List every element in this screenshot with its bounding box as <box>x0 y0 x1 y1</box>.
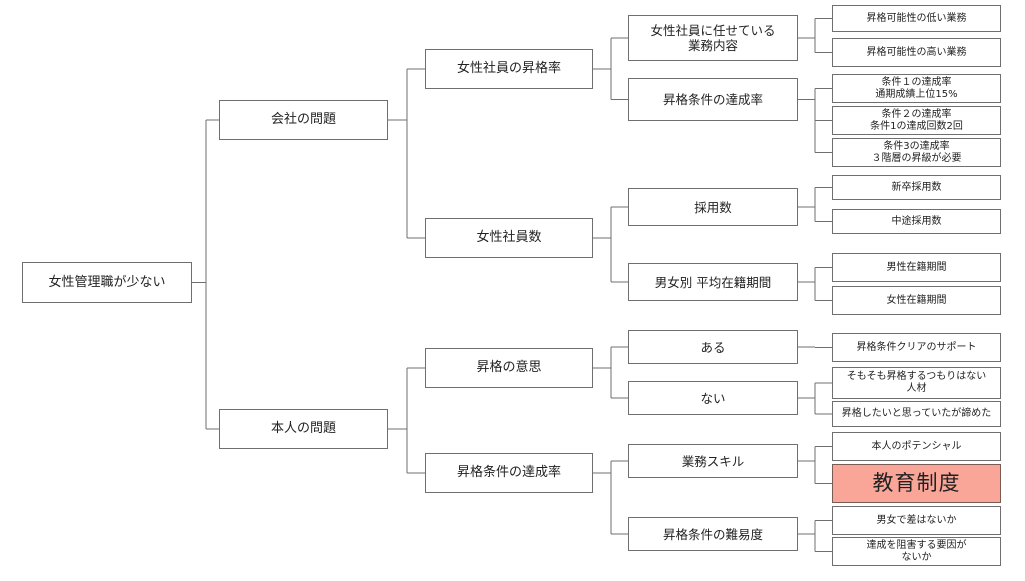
tree-node-level-4: 新卒採用数 <box>832 175 1001 200</box>
tree-node-level-2: 昇格の意思 <box>425 348 593 388</box>
tree-node-level-4: 女性在籍期間 <box>832 286 1001 315</box>
tree-node-level-4: 条件１の達成率 通期成績上位15% <box>832 74 1001 103</box>
tree-node-level-1: 本人の問題 <box>219 409 388 449</box>
tree-node-level-4: 昇格条件クリアのサポート <box>832 333 1001 362</box>
highlighted-node: 教育制度 <box>832 464 1001 503</box>
tree-node-level-4: 男性在籍期間 <box>832 253 1001 282</box>
tree-node-level-4: 昇格可能性の高い業務 <box>832 38 1001 67</box>
tree-node-level-4: 昇格可能性の低い業務 <box>832 5 1001 32</box>
tree-node-level-4: 昇格したいと思っていたが諦めた <box>832 401 1001 427</box>
tree-node-level-3: ある <box>628 330 798 364</box>
tree-node-level-2: 昇格条件の達成率 <box>425 453 593 493</box>
tree-node-level-4: 条件２の達成率 条件1の達成回数2回 <box>832 106 1001 135</box>
tree-node-level-2: 女性社員の昇格率 <box>425 49 593 89</box>
tree-node-level-3: 昇格条件の難易度 <box>628 517 798 551</box>
tree-node-level-3: 男女別 平均在籍期間 <box>628 263 798 301</box>
tree-node-level-3: 昇格条件の達成率 <box>628 78 798 121</box>
root-node: 女性管理職が少ない <box>22 262 192 303</box>
tree-node-level-3: 業務スキル <box>628 444 798 478</box>
tree-node-level-4: 条件3の達成率 ３階層の昇級が必要 <box>832 138 1001 167</box>
tree-node-level-4: 本人のポテンシャル <box>832 432 1001 461</box>
tree-node-level-3: 女性社員に任せている 業務内容 <box>628 15 798 61</box>
tree-node-level-3: ない <box>628 381 798 415</box>
tree-node-level-4: 中途採用数 <box>832 209 1001 234</box>
tree-node-level-4: 達成を阻害する要因が ないか <box>832 537 1001 566</box>
tree-node-level-3: 採用数 <box>628 188 798 226</box>
tree-node-level-4: そもそも昇格するつもりはない 人材 <box>832 367 1001 399</box>
tree-node-level-1: 会社の問題 <box>219 100 388 140</box>
tree-node-level-2: 女性社員数 <box>425 218 593 258</box>
tree-node-level-4: 男女で差はないか <box>832 506 1001 535</box>
